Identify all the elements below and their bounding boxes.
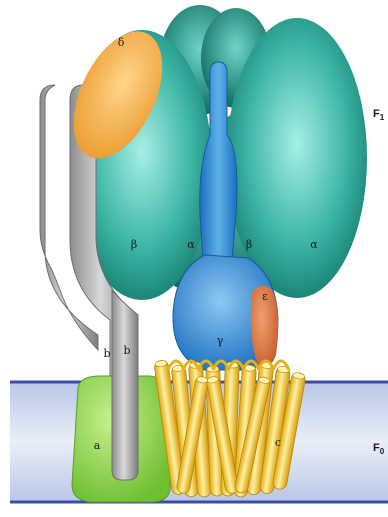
label-epsilon: ε [262, 290, 268, 303]
label-alpha-center: α [187, 238, 195, 251]
label-a: a [94, 439, 101, 452]
label-b-left: b [103, 347, 110, 360]
label-alpha-right: α [310, 238, 318, 251]
label-gamma: γ [217, 334, 224, 347]
label-delta: δ [118, 36, 125, 49]
alpha-subunit-right [227, 18, 367, 298]
label-c: c [275, 436, 281, 449]
c-ring [154, 360, 306, 498]
label-b-right: b [123, 344, 130, 357]
label-beta-center: β [246, 238, 252, 251]
label-beta-left: β [131, 238, 137, 251]
label-f1: F1 [373, 108, 385, 122]
b-subunit-front [112, 290, 138, 480]
